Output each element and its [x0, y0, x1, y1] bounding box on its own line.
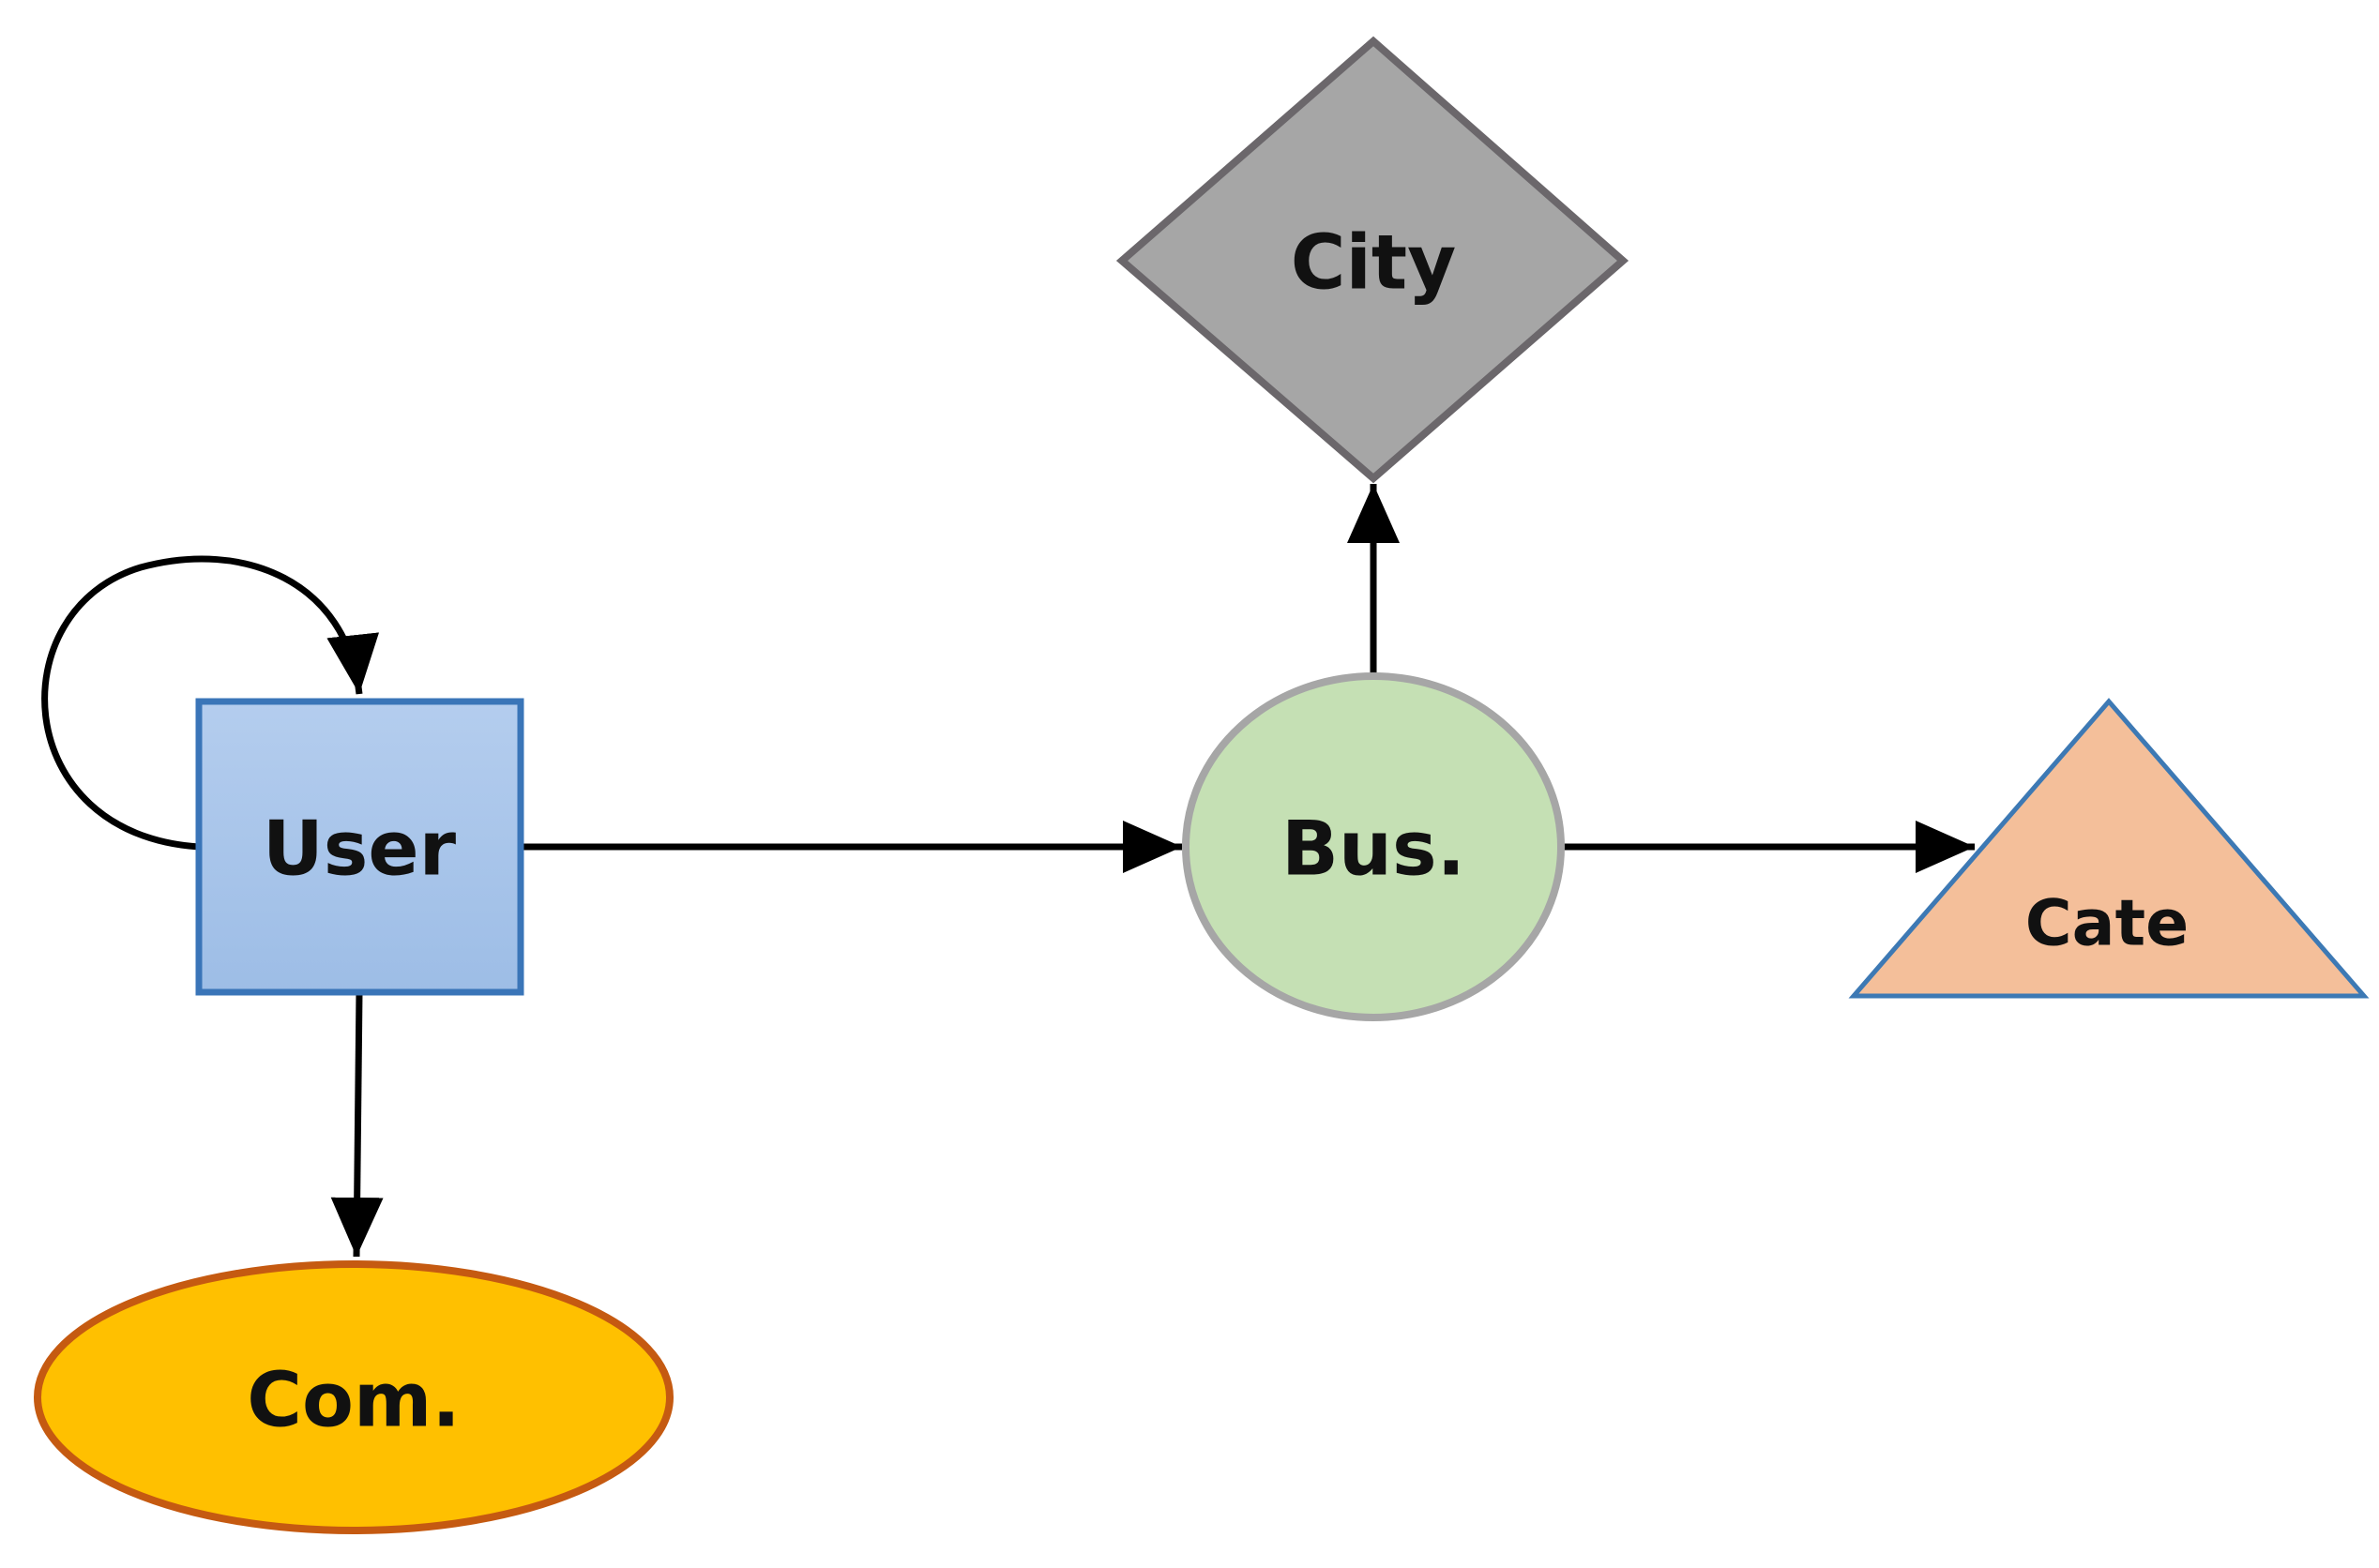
category-node-label: Cate — [2025, 887, 2189, 961]
business-node: Bus. — [1182, 672, 1565, 1021]
business-node-shape — [1182, 672, 1565, 1021]
user-node: User — [195, 698, 524, 996]
user-node-label: User — [263, 806, 457, 893]
category-node: Cate — [1848, 698, 2370, 999]
user-node-shape — [195, 698, 524, 996]
business-node-label: Bus. — [1281, 806, 1465, 893]
edges — [41, 484, 1975, 1258]
city-node: City — [1115, 36, 1629, 484]
city-node-label: City — [1291, 219, 1457, 307]
city-node-shape — [1115, 36, 1629, 484]
category-node-shape — [1848, 698, 2370, 999]
edge-user-self-loop — [41, 555, 379, 851]
compliment-node: Com. — [34, 1260, 674, 1534]
compliment-node-shape — [34, 1260, 674, 1534]
edge-user-to-compliment — [330, 991, 384, 1258]
compliment-node-label: Com. — [247, 1357, 460, 1444]
